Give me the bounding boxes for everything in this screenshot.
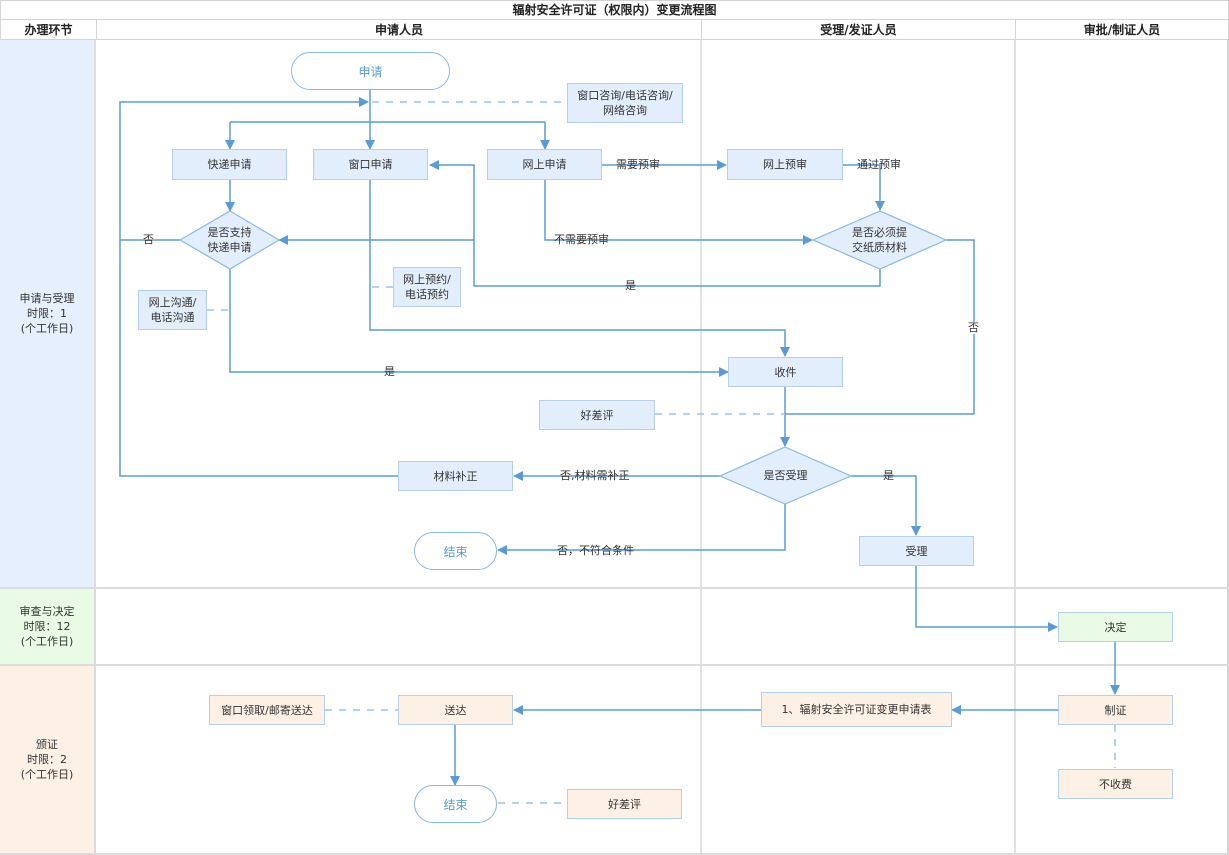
edge-no-precheck: [544, 180, 813, 245]
decision-express-support[interactable]: 是否支持 快递申请: [207, 226, 252, 254]
lane-divider: [700, 40, 702, 853]
edge-pass-precheck: [843, 164, 885, 211]
edge-label-no-precheck: 不需要预审: [554, 233, 609, 246]
edge-label-no-unqualified: 否，不符合条件: [557, 544, 634, 557]
decision-accept[interactable]: 是否受理: [763, 469, 808, 482]
start-terminal[interactable]: 申请: [291, 52, 450, 90]
edge-label-yes-paper: 是: [625, 279, 636, 292]
edge-accept-to-decide: [915, 566, 1058, 632]
lane-divider: [1227, 40, 1229, 855]
phase-divider: [96, 664, 1229, 666]
online-comm-node[interactable]: 网上沟通/ 电话沟通: [138, 290, 207, 330]
edge-yes-express: [229, 269, 729, 377]
rating-node[interactable]: 好差评: [539, 400, 655, 430]
application-form-node[interactable]: 1、辐射安全许可证变更申请表: [761, 692, 952, 727]
edge-label-no-supplement: 否,材料需补正: [560, 469, 630, 482]
lane-divider: [1014, 40, 1016, 853]
decision-accept-shape: [718, 446, 853, 505]
edge-label-no-express: 否: [143, 233, 154, 246]
decide-node[interactable]: 决定: [1058, 612, 1173, 642]
edge-label-yes-accept: 是: [883, 469, 894, 482]
phase-review: 审查与决定 时限：12 (个工作日): [0, 589, 96, 666]
phase-divider: [0, 853, 1229, 855]
window-apply-node[interactable]: 窗口申请: [313, 149, 428, 180]
rating-node[interactable]: 好差评: [567, 789, 682, 819]
phase-divider: [96, 587, 1229, 589]
pickup-node[interactable]: 窗口领取/邮寄送达: [209, 695, 325, 725]
no-fee-node[interactable]: 不收费: [1058, 769, 1173, 799]
edge-yes-paper: [429, 160, 881, 287]
column-header-applicant: 申请人员: [96, 20, 702, 40]
phase-issue: 颁证 时限：2 (个工作日): [0, 666, 96, 855]
online-precheck-node[interactable]: 网上预审: [727, 149, 843, 180]
make-cert-node[interactable]: 制证: [1058, 695, 1173, 725]
diagram-title: 辐射安全许可证（权限内）变更流程图: [0, 0, 1229, 20]
deliver-node[interactable]: 送达: [398, 695, 513, 725]
edge-label-need-precheck: 需要预审: [616, 158, 660, 171]
end-terminal[interactable]: 结束: [414, 532, 497, 570]
column-header-phase: 办理环节: [0, 20, 97, 40]
edge-label-no-paper: 否: [968, 321, 979, 334]
receive-node[interactable]: 收件: [728, 357, 843, 387]
supplement-node[interactable]: 材料补正: [398, 461, 513, 491]
online-booking-node[interactable]: 网上预约/ 电话预约: [393, 267, 461, 307]
edge-label-yes-express: 是: [384, 365, 395, 378]
edge-window-to-receive: [369, 180, 790, 357]
accept-node[interactable]: 受理: [859, 536, 974, 566]
column-header-approver: 审批/制证人员: [1015, 20, 1229, 40]
consult-node[interactable]: 窗口咨询/电话咨询/ 网络咨询: [567, 83, 683, 123]
decision-paper-required[interactable]: 是否必须提 交纸质材料: [852, 226, 907, 254]
edge-label-pass-precheck: 通过预审: [857, 158, 901, 171]
online-apply-node[interactable]: 网上申请: [487, 149, 602, 180]
edge-no-unqualified: [497, 504, 786, 555]
edge-yes-accept: [851, 475, 921, 536]
decision-paper-shape: [811, 210, 948, 270]
end-terminal[interactable]: 结束: [414, 785, 497, 823]
phase-application: 申请与受理 时限：1 (个工作日): [0, 40, 96, 589]
decision-express-shape: [178, 210, 281, 270]
column-header-acceptor: 受理/发证人员: [701, 20, 1016, 40]
express-apply-node[interactable]: 快递申请: [172, 149, 287, 180]
edge-loop-back: [119, 97, 398, 477]
